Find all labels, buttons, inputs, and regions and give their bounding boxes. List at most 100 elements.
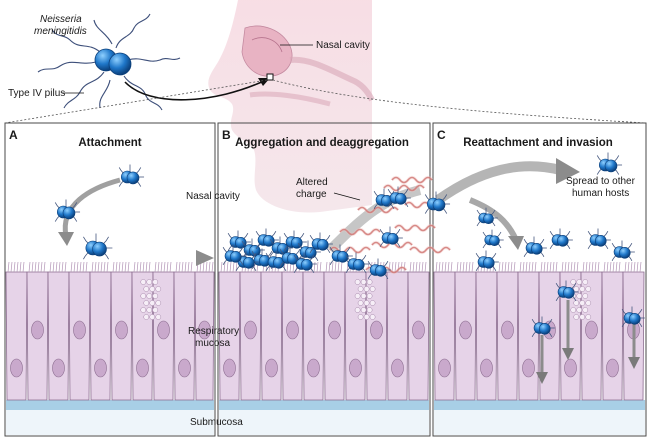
cilium (597, 261, 600, 273)
cilium (106, 261, 109, 273)
cilium (61, 261, 64, 273)
cilium (415, 261, 418, 273)
cilium (133, 261, 136, 273)
cilium (555, 261, 558, 273)
bacterium (549, 228, 573, 249)
bacterium (279, 246, 303, 267)
cilium (603, 261, 606, 273)
epithelial-cell (601, 271, 624, 401)
zoom-marker (266, 73, 274, 81)
cell-nucleus (564, 358, 577, 378)
submucosa-band (434, 400, 645, 410)
cell-nucleus (157, 320, 170, 340)
cilium (121, 261, 124, 273)
cilium (49, 261, 52, 273)
bacterium (482, 229, 504, 249)
submucosa-band (6, 400, 214, 410)
face-profile (208, 0, 375, 213)
cilium (211, 261, 214, 273)
pilus-label: Type IV pilus (8, 88, 65, 99)
charged-pilus-halo (390, 175, 434, 185)
cilium (564, 261, 567, 273)
arrow-c-invade-3-head (628, 357, 640, 369)
spread-label-2: human hosts (572, 188, 629, 199)
epithelium-panel-1 (218, 261, 430, 435)
cilium (79, 261, 82, 273)
cilium (115, 261, 118, 273)
cell-nucleus (115, 320, 128, 340)
cilium (636, 261, 639, 273)
bacterium (309, 232, 333, 253)
cilium (34, 261, 37, 273)
epithelial-cell (131, 271, 154, 401)
cilium (540, 261, 543, 273)
cilium (205, 261, 208, 273)
cilium (37, 261, 40, 273)
cell-nucleus (370, 320, 383, 340)
bacterium (555, 280, 579, 301)
cilium (163, 261, 166, 273)
bacterium (251, 248, 275, 269)
cilium (394, 261, 397, 273)
cilium (462, 261, 465, 273)
bacterium (367, 258, 391, 279)
cilium (576, 261, 579, 273)
cilium (444, 261, 447, 273)
epithelial-cell (5, 271, 28, 401)
cilium (618, 261, 621, 273)
cilium (82, 261, 85, 273)
cell-nucleus (391, 358, 404, 378)
cilium (331, 261, 334, 273)
arrow-c-invade-1-head (562, 348, 574, 360)
cilium (528, 261, 531, 273)
cilium (142, 261, 145, 273)
cilium (501, 261, 504, 273)
cilium (154, 261, 157, 273)
arrow-c-down (468, 197, 519, 242)
charged-pilus-halo (393, 223, 437, 233)
cilium (100, 261, 103, 273)
panel-a-title: Attachment (78, 137, 141, 149)
cilium (97, 261, 100, 273)
arrow-c-up-head (556, 158, 580, 184)
epithelium-panel-0 (5, 261, 215, 435)
cilium (418, 261, 421, 273)
cilium (7, 261, 10, 273)
cilium (424, 261, 427, 273)
panel-c-title: Reattachment and invasion (463, 137, 613, 149)
spread-label-1: Spread to other (566, 176, 636, 187)
cilium (184, 261, 187, 273)
bacteria (54, 152, 645, 337)
goblet-cell-vesicles (140, 279, 162, 320)
charged-pilus (339, 228, 381, 236)
cilium (630, 261, 633, 273)
epithelial-cell (344, 271, 367, 401)
cilium (73, 261, 76, 273)
arrow-c-down-head (508, 236, 524, 250)
cilium (232, 261, 235, 273)
cilium (229, 261, 232, 273)
cilium (531, 261, 534, 273)
cell-nucleus (328, 320, 341, 340)
panel-b-letter: B (222, 128, 231, 142)
cell-nucleus (522, 358, 535, 378)
cilium (471, 261, 474, 273)
cilium (148, 261, 151, 273)
cilium (31, 261, 34, 273)
cilium (606, 261, 609, 273)
cilium (208, 261, 211, 273)
epithelial-cell (89, 271, 112, 401)
cilium (145, 261, 148, 273)
cell-nucleus (52, 358, 65, 378)
cilium (615, 261, 618, 273)
cell-nucleus (31, 320, 44, 340)
bacterium (118, 164, 145, 187)
cell-nucleus (178, 358, 191, 378)
submucosa-label: Submucosa (190, 417, 243, 428)
charged-pilus-halo (356, 205, 400, 215)
cilium (447, 261, 450, 273)
cilium (456, 261, 459, 273)
submucosa-layer (434, 410, 645, 435)
cilium (16, 261, 19, 273)
